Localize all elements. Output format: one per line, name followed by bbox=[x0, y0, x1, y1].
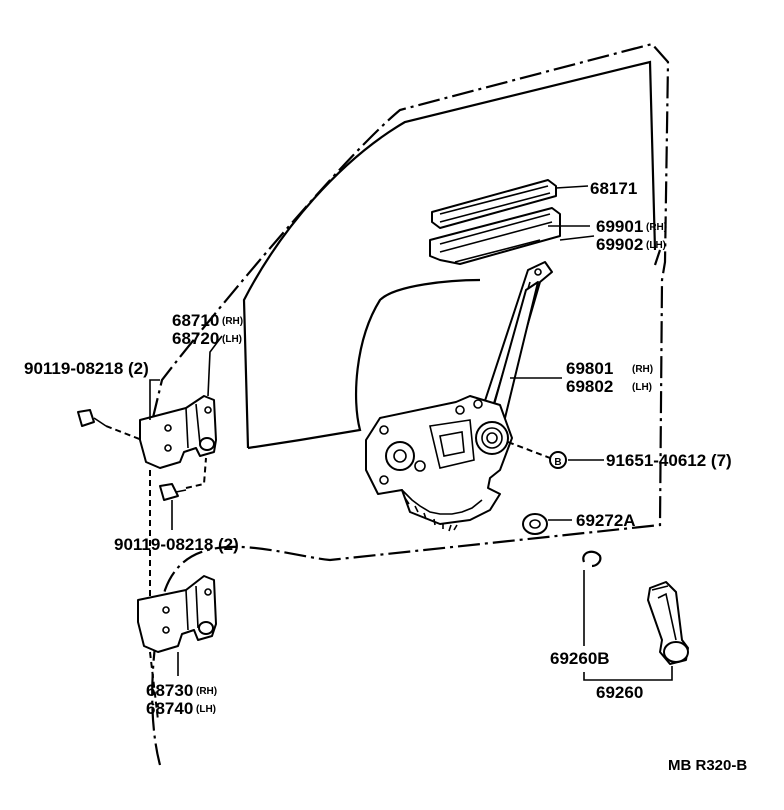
svg-text:(LH): (LH) bbox=[196, 704, 216, 715]
part-label-68740: 68740 (LH) bbox=[146, 699, 216, 718]
hinge-bolt-lower-icon bbox=[159, 457, 207, 501]
svg-text:(RH): (RH) bbox=[222, 316, 243, 327]
washer-icon bbox=[522, 513, 548, 535]
lower-hinge bbox=[137, 575, 217, 653]
window-crank-handle bbox=[647, 581, 689, 665]
part-label-69260: 69260 bbox=[596, 683, 643, 702]
svg-text:69802: 69802 bbox=[566, 377, 613, 396]
part-label-68710: 68710 (RH) bbox=[172, 311, 243, 330]
window-frame bbox=[242, 60, 657, 449]
svg-text:(LH): (LH) bbox=[646, 240, 666, 251]
part-label-69272A: 69272A bbox=[576, 511, 636, 530]
svg-text:69260: 69260 bbox=[596, 683, 643, 702]
svg-text:69901: 69901 bbox=[596, 217, 643, 236]
svg-text:(RH): (RH) bbox=[632, 364, 653, 375]
leader-lines bbox=[149, 185, 673, 721]
glass-channel-lower bbox=[429, 207, 561, 265]
svg-text:(RH): (RH) bbox=[196, 686, 217, 697]
upper-hinge bbox=[139, 395, 217, 469]
glass-channel-upper bbox=[431, 179, 557, 229]
svg-text:69801: 69801 bbox=[566, 359, 613, 378]
reference-code: MB R320-B bbox=[668, 757, 747, 774]
window-frame-inner bbox=[247, 278, 481, 450]
svg-text:68740: 68740 bbox=[146, 699, 193, 718]
svg-text:MB R320-B: MB R320-B bbox=[668, 757, 747, 774]
door-outline bbox=[148, 42, 670, 766]
part-label-69801: 69801 (RH) bbox=[566, 359, 653, 378]
part-label-68730: 68730 (RH) bbox=[146, 681, 217, 700]
part-label-69802: 69802 (LH) bbox=[566, 377, 652, 396]
svg-text:(LH): (LH) bbox=[222, 334, 242, 345]
svg-text:90119-08218 (2): 90119-08218 (2) bbox=[114, 535, 239, 554]
part-label-90119-lower: 90119-08218 (2) bbox=[114, 535, 239, 554]
part-label-69901: 69901 (RH) bbox=[596, 217, 667, 236]
svg-text:69272A: 69272A bbox=[576, 511, 636, 530]
part-label-69902: 69902 (LH) bbox=[596, 235, 666, 254]
svg-text:B: B bbox=[554, 457, 561, 468]
part-label-91651: 91651-40612 (7) bbox=[606, 451, 732, 470]
svg-text:91651-40612 (7): 91651-40612 (7) bbox=[606, 451, 732, 470]
bolt-b-icon: B bbox=[507, 441, 567, 469]
svg-text:69260B: 69260B bbox=[550, 649, 610, 668]
window-glass-edge bbox=[653, 249, 662, 266]
svg-text:68171: 68171 bbox=[590, 179, 637, 198]
svg-text:68710: 68710 bbox=[172, 311, 219, 330]
svg-text:68720: 68720 bbox=[172, 329, 219, 348]
svg-text:(LH): (LH) bbox=[632, 382, 652, 393]
part-label-90119-upper: 90119-08218 (2) bbox=[24, 359, 149, 378]
part-label-68720: 68720 (LH) bbox=[172, 329, 242, 348]
svg-text:69902: 69902 bbox=[596, 235, 643, 254]
svg-text:90119-08218 (2): 90119-08218 (2) bbox=[24, 359, 149, 378]
part-label-69260B: 69260B bbox=[550, 649, 610, 668]
part-label-68171: 68171 bbox=[590, 179, 637, 198]
hinge-bolt-upper-icon bbox=[77, 409, 143, 441]
window-regulator bbox=[365, 261, 553, 532]
clip-icon bbox=[582, 550, 602, 568]
svg-text:(RH): (RH) bbox=[646, 222, 667, 233]
svg-text:68730: 68730 bbox=[146, 681, 193, 700]
